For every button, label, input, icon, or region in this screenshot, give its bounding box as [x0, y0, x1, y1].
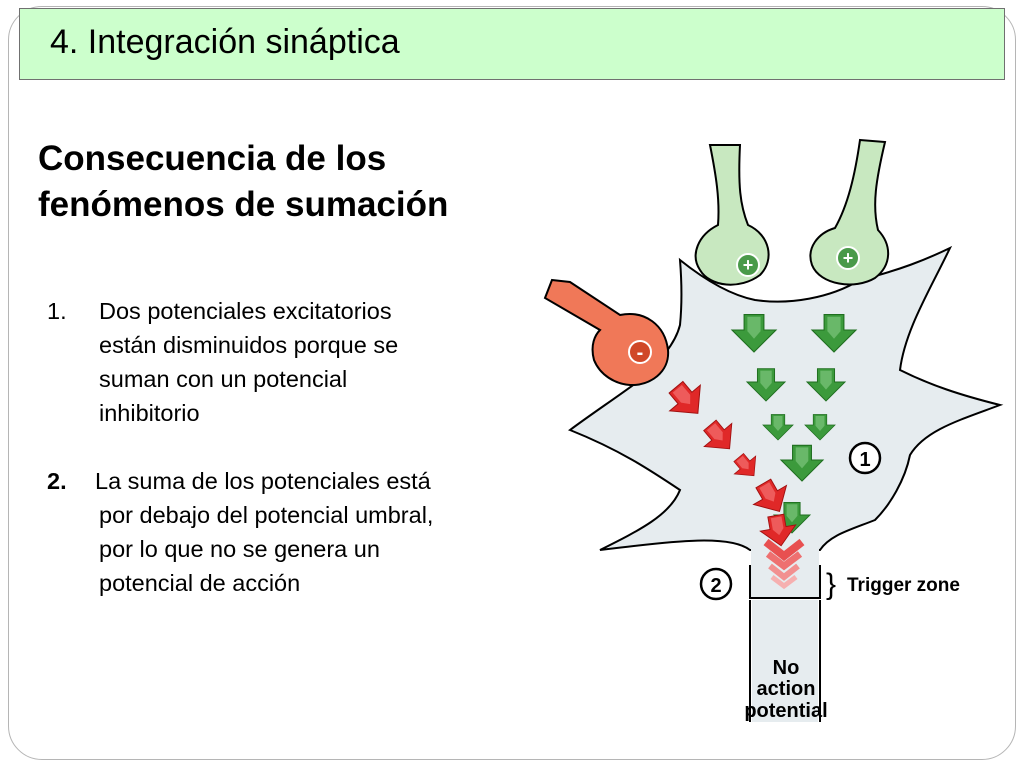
trigger-zone-label: Trigger zone — [847, 575, 960, 596]
synaptic-integration-diagram: + + - 1 2 } Trigger zone No action poten… — [543, 138, 1004, 722]
axon — [749, 600, 821, 722]
slide-frame — [8, 6, 1016, 760]
trigger-zone-brace: } — [826, 568, 836, 601]
list-item-line: por debajo del potencial umbral, — [99, 502, 434, 528]
axon-hillock — [749, 565, 821, 599]
marker-2-label: 2 — [710, 575, 721, 597]
excitatory-sign-right — [836, 246, 860, 270]
marker-2 — [699, 567, 733, 601]
neuron-cell-body — [567, 245, 1004, 551]
list-item-text: Dos potenciales excitatorios están dismi… — [99, 294, 519, 430]
slide-subtitle: Consecuencia de los fenómenos de sumació… — [38, 136, 448, 228]
summation-chevron — [763, 538, 805, 562]
excitatory-sign-left — [736, 253, 760, 277]
marker-1-label: 1 — [859, 449, 870, 471]
subtitle-line-1: Consecuencia de los — [38, 139, 387, 178]
list-item-number: 2. — [47, 468, 67, 494]
inhibitory-terminal — [543, 278, 670, 387]
excitatory-sign-left-label: + — [743, 255, 754, 275]
summation-chevron — [770, 575, 798, 590]
outcome-line-1: No — [773, 657, 800, 679]
excitatory-terminal-right — [809, 138, 890, 286]
excitatory-sign-right-label: + — [843, 248, 854, 268]
list-item-text: La suma de los potenciales está por deba… — [95, 464, 529, 600]
list-item-line: potencial de acción — [99, 570, 301, 596]
page-title: 4. Integración sináptica — [50, 23, 400, 61]
inhibitory-sign — [628, 340, 652, 364]
list-item-number: 1. — [47, 298, 67, 324]
list-item-line: suman con un potencial — [99, 366, 348, 392]
outcome-line-3: potential — [744, 700, 827, 722]
list-item-line: La suma de los potenciales está — [95, 468, 431, 494]
list-item-line: están disminuidos porque se — [99, 332, 399, 358]
list-item-line: inhibitorio — [99, 400, 200, 426]
marker-1 — [848, 441, 882, 475]
summation-chevron — [765, 551, 803, 571]
title-bar: 4. Integración sináptica — [19, 8, 1005, 80]
inhibitory-sign-label: - — [637, 342, 644, 364]
outcome-line-2: action — [757, 678, 816, 700]
list-item-line: Dos potenciales excitatorios — [99, 298, 392, 324]
subtitle-line-2: fenómenos de sumación — [38, 185, 449, 224]
list-item-line: por lo que no se genera un — [99, 536, 380, 562]
excitatory-terminal-left — [694, 144, 770, 286]
summation-chevron — [768, 563, 800, 581]
